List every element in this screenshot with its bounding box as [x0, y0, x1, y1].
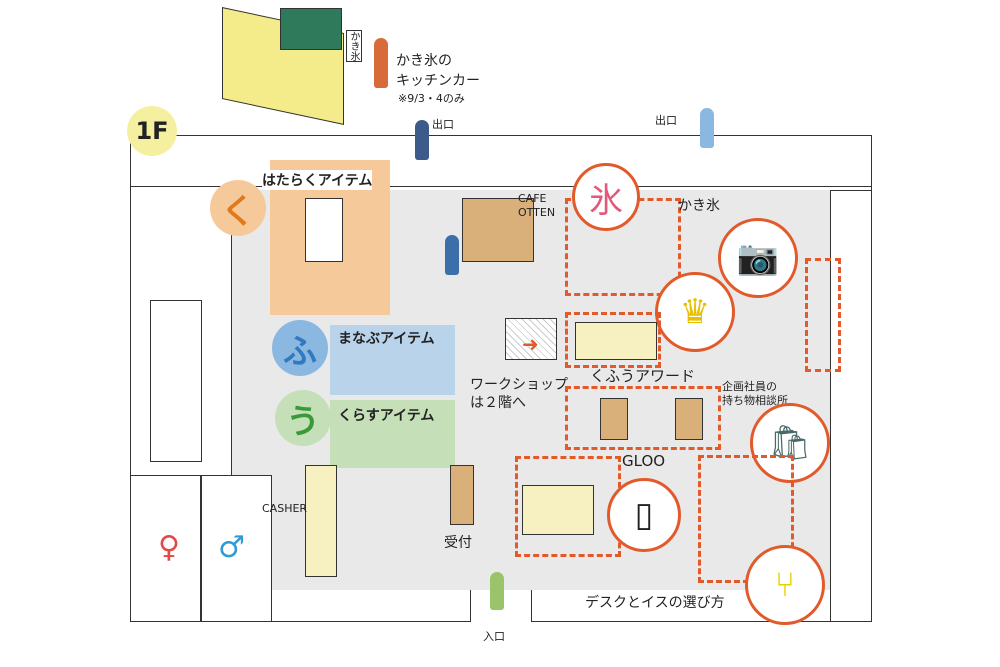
crown-icon: ♛: [655, 272, 735, 352]
kakigori-label: かき氷: [678, 198, 720, 214]
table: [600, 398, 628, 440]
food-truck-sign: かき氷: [346, 30, 362, 62]
male-restroom-icon: ♂: [218, 530, 245, 565]
consultation-area: [565, 386, 721, 450]
reception-label: 受付: [444, 535, 472, 551]
hataraku-label: はたらくアイテム: [262, 170, 373, 190]
cafe-label-2: OTTEN: [518, 206, 556, 219]
person-figure: [374, 38, 388, 88]
food-truck-title-1: かき氷の: [396, 53, 452, 69]
cafe-counter: [462, 198, 534, 262]
consult-label-2: 持ち物相談所: [722, 394, 788, 407]
food-truck-note: ※9/3・4のみ: [398, 92, 465, 105]
workshop-label-2: は２階へ: [470, 395, 526, 411]
female-restroom-icon: ♀: [158, 530, 180, 565]
person-figure: [415, 120, 429, 160]
casher-counter: [305, 465, 337, 577]
person-figure: [700, 108, 714, 148]
shelf-illustration: [305, 198, 343, 262]
kurasu-mascot-icon: う: [275, 390, 331, 446]
camera-icon: 📷: [718, 218, 798, 298]
manabu-zone: [330, 325, 455, 395]
chair-icon: ⑂: [745, 545, 825, 625]
arrow-right-icon: ➜: [522, 332, 539, 356]
shopping-bag-icon: 🛍: [750, 403, 830, 483]
gloo-product-icon: ▯: [607, 478, 681, 552]
table: [675, 398, 703, 440]
exit-label-1: 出口: [432, 118, 454, 131]
shaved-ice-icon: 氷: [572, 163, 640, 231]
person-figure: [445, 235, 459, 275]
restroom-divider: [200, 475, 202, 622]
manabu-label: まなぶアイテム: [338, 331, 435, 347]
desk-chair-label: デスクとイスの選び方: [585, 595, 725, 611]
kufu-award-label: くふうアワード: [590, 367, 696, 385]
gloo-desk: [522, 485, 594, 535]
consult-label-1: 企画社員の: [722, 380, 777, 393]
manabu-mascot-icon: ふ: [272, 320, 328, 376]
workshop-label-1: ワークショップ: [470, 377, 568, 393]
staircase: [505, 318, 557, 360]
entrance-label: 入口: [483, 630, 505, 643]
right-wall: [830, 190, 872, 622]
photo-area: [805, 258, 841, 372]
top-wall: [130, 135, 872, 187]
award-display-table: [575, 322, 657, 360]
casher-label: CASHER: [262, 502, 308, 515]
cafe-label-1: CAFE: [518, 192, 547, 205]
person-figure: [490, 572, 504, 610]
gloo-label: GLOO: [622, 452, 666, 470]
floor-badge: 1F: [127, 106, 177, 156]
food-truck-title-2: キッチンカー: [396, 73, 480, 89]
reception-desk: [450, 465, 474, 525]
hataraku-mascot-icon: く: [210, 180, 266, 236]
kurasu-label: くらすアイテム: [338, 408, 435, 424]
kufu-award-area: [565, 312, 661, 368]
food-truck-awning: [280, 8, 342, 50]
kurasu-zone: [330, 400, 455, 468]
window-column: [150, 300, 202, 462]
exit-label-2: 出口: [655, 114, 677, 127]
